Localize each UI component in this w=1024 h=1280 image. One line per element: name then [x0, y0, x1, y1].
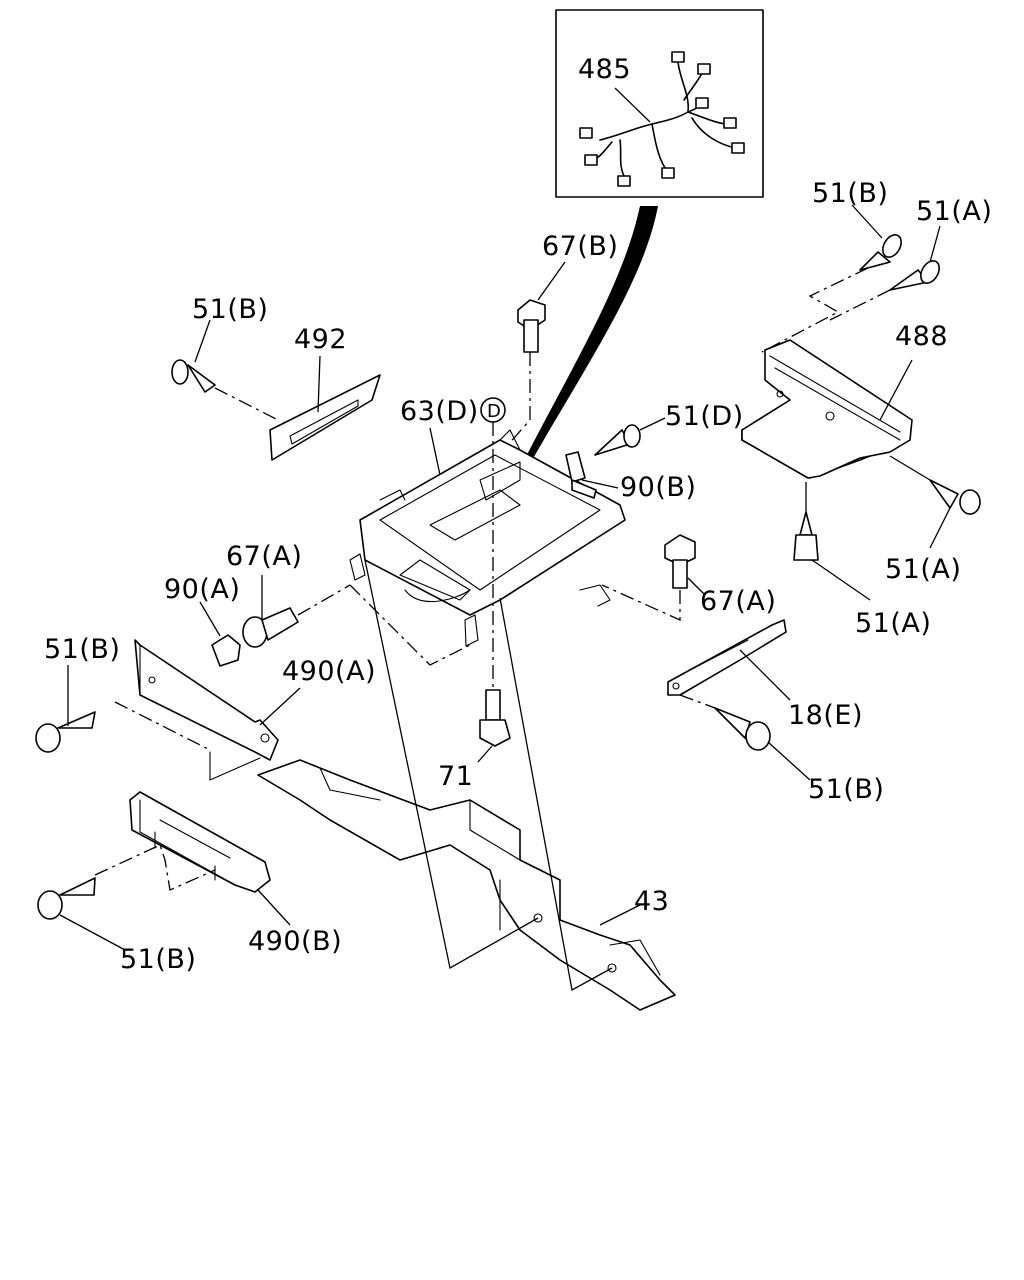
- bolt-71: [479, 689, 511, 747]
- callout-488: 488: [895, 321, 948, 352]
- trim-strip-492: [269, 374, 381, 461]
- dashline-67a-left: [297, 584, 351, 616]
- dashline-492: [214, 387, 279, 421]
- callout-51b-top: 51(B): [812, 178, 888, 209]
- inset-pointer-wedge: [495, 206, 658, 520]
- callout-67a-left: 67(A): [226, 541, 302, 572]
- wiring-harness-485: [579, 51, 745, 187]
- callout-490a: 490(A): [282, 656, 376, 687]
- callout-90b: 90(B): [620, 472, 696, 503]
- callout-90a: 90(A): [164, 574, 240, 605]
- bolt-67a-left: [242, 607, 299, 648]
- screw-51b-top: [859, 234, 902, 271]
- screw-51b-bottom: [37, 877, 96, 920]
- callout-51a-top: 51(A): [916, 196, 992, 227]
- mount-line-left: [364, 559, 539, 970]
- clip-90a: [211, 634, 241, 667]
- screw-51b-right-low: [714, 707, 771, 751]
- callout-43: 43: [634, 886, 669, 917]
- bracket-18e: [667, 619, 787, 696]
- screw-51d: [594, 424, 641, 456]
- callout-490b: 490(B): [248, 926, 342, 957]
- seat-frame-63d: [349, 429, 626, 647]
- dashline-51a: [829, 289, 891, 321]
- screw-51a-right: [929, 479, 981, 515]
- bolt-67a-right: [664, 534, 696, 589]
- inset-frame: [555, 9, 764, 198]
- callout-51b-bottom: 51(B): [120, 944, 196, 975]
- cover-490b: [129, 791, 271, 893]
- screw-51b-left: [171, 359, 216, 393]
- harness-inset: 485: [555, 9, 764, 198]
- callout-51d: 51(D): [665, 401, 744, 432]
- bracket-488: [741, 339, 913, 479]
- callout-485: 485: [578, 54, 631, 85]
- clip-90b: [565, 451, 597, 499]
- callout-51b-right-low: 51(B): [808, 774, 884, 805]
- callout-51b-mid-left: 51(B): [44, 634, 120, 665]
- mount-line-right: [499, 597, 613, 992]
- callout-51b-left: 51(B): [192, 294, 268, 325]
- callout-71: 71: [438, 761, 473, 792]
- callout-67b: 67(B): [542, 231, 618, 262]
- callout-63d: 63(D): [400, 396, 479, 427]
- dashline-18e: [679, 694, 716, 709]
- callout-18e: 18(E): [788, 700, 863, 731]
- callout-d: D: [487, 401, 501, 422]
- bolt-67b: [517, 299, 546, 353]
- screw-51a-top: [889, 260, 940, 291]
- dashline-67b: [504, 352, 531, 449]
- callout-51a-lower: 51(A): [855, 608, 931, 639]
- dashline-frame-left: [349, 584, 471, 666]
- callout-51a-right: 51(A): [885, 554, 961, 585]
- dashline-490a: [114, 701, 211, 751]
- callout-492: 492: [294, 324, 347, 355]
- floor-member-43: [257, 759, 676, 1011]
- cover-490a: [134, 639, 279, 781]
- dashline-67a-right: [601, 584, 681, 622]
- dashline-51b: [761, 267, 869, 353]
- dashline-490b: [94, 844, 216, 891]
- screw-51a-lower: [793, 511, 819, 561]
- screw-51b-mid-left: [35, 711, 96, 753]
- callout-67a-right: 67(A): [700, 586, 776, 617]
